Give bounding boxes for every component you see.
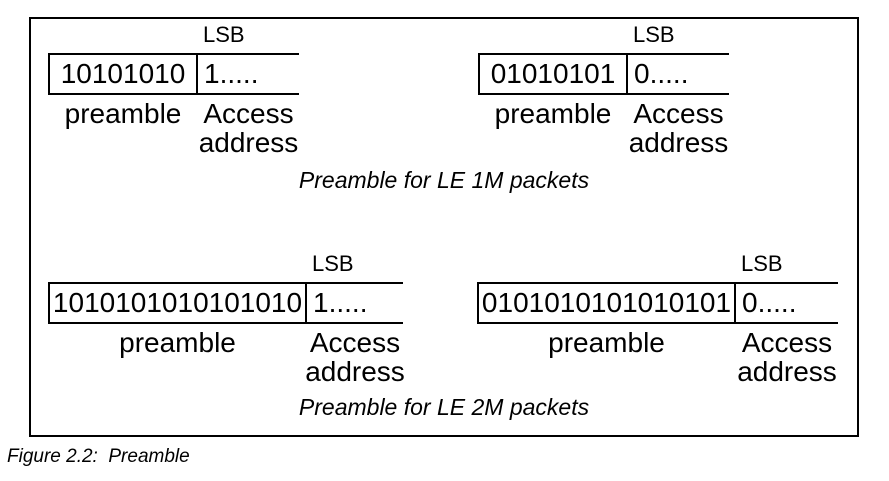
preamble-field-label: preamble <box>119 327 236 358</box>
preamble-field-label: preamble <box>494 98 612 129</box>
preamble-bits-cell: 0101010101010101 <box>477 282 736 324</box>
packet-fields-row: 01010101 0..... <box>478 53 729 95</box>
packet-fields-row: 0101010101010101 0..... <box>477 282 838 324</box>
figure-caption: Figure 2.2: Preamble <box>7 446 190 467</box>
le2m-preamble-diagram-right: LSB 0101010101010101 0..... preamble Acc… <box>477 253 838 386</box>
access-address-field-label: Access address <box>305 327 405 387</box>
field-labels: preamble Access address <box>477 328 850 386</box>
lsb-label: LSB <box>741 251 783 276</box>
field-labels: preamble Access address <box>48 99 311 157</box>
preamble-field-label: preamble <box>548 327 665 358</box>
access-address-field-label: Access address <box>737 327 837 387</box>
packet-fields-row: 1010101010101010 1..... <box>48 282 403 324</box>
le2m-caption: Preamble for LE 2M packets <box>298 394 590 420</box>
access-address-bits-cell: 0..... <box>736 282 838 324</box>
lsb-label: LSB <box>633 22 675 47</box>
le1m-preamble-diagram-right: LSB 01010101 0..... preamble Access addr… <box>478 24 729 157</box>
access-address-bits-cell: 0..... <box>628 53 729 95</box>
access-address-bits-cell: 1..... <box>307 282 403 324</box>
preamble-field-label: preamble <box>64 98 182 129</box>
packet-fields-row: 10101010 1..... <box>48 53 299 95</box>
lsb-label: LSB <box>312 251 354 276</box>
access-address-field-label: Access address <box>628 98 729 158</box>
access-address-bits-cell: 1..... <box>198 53 299 95</box>
preamble-bits-cell: 1010101010101010 <box>48 282 307 324</box>
access-address-field-label: Access address <box>198 98 299 158</box>
lsb-label: LSB <box>203 22 245 47</box>
figure-frame <box>29 17 859 437</box>
preamble-bits-cell: 10101010 <box>48 53 198 95</box>
field-labels: preamble Access address <box>478 99 741 157</box>
le1m-preamble-diagram-left: LSB 10101010 1..... preamble Access addr… <box>48 24 299 157</box>
le1m-caption: Preamble for LE 1M packets <box>298 167 590 193</box>
preamble-bits-cell: 01010101 <box>478 53 628 95</box>
le2m-preamble-diagram-left: LSB 1010101010101010 1..... preamble Acc… <box>48 253 405 386</box>
field-labels: preamble Access address <box>48 328 415 386</box>
